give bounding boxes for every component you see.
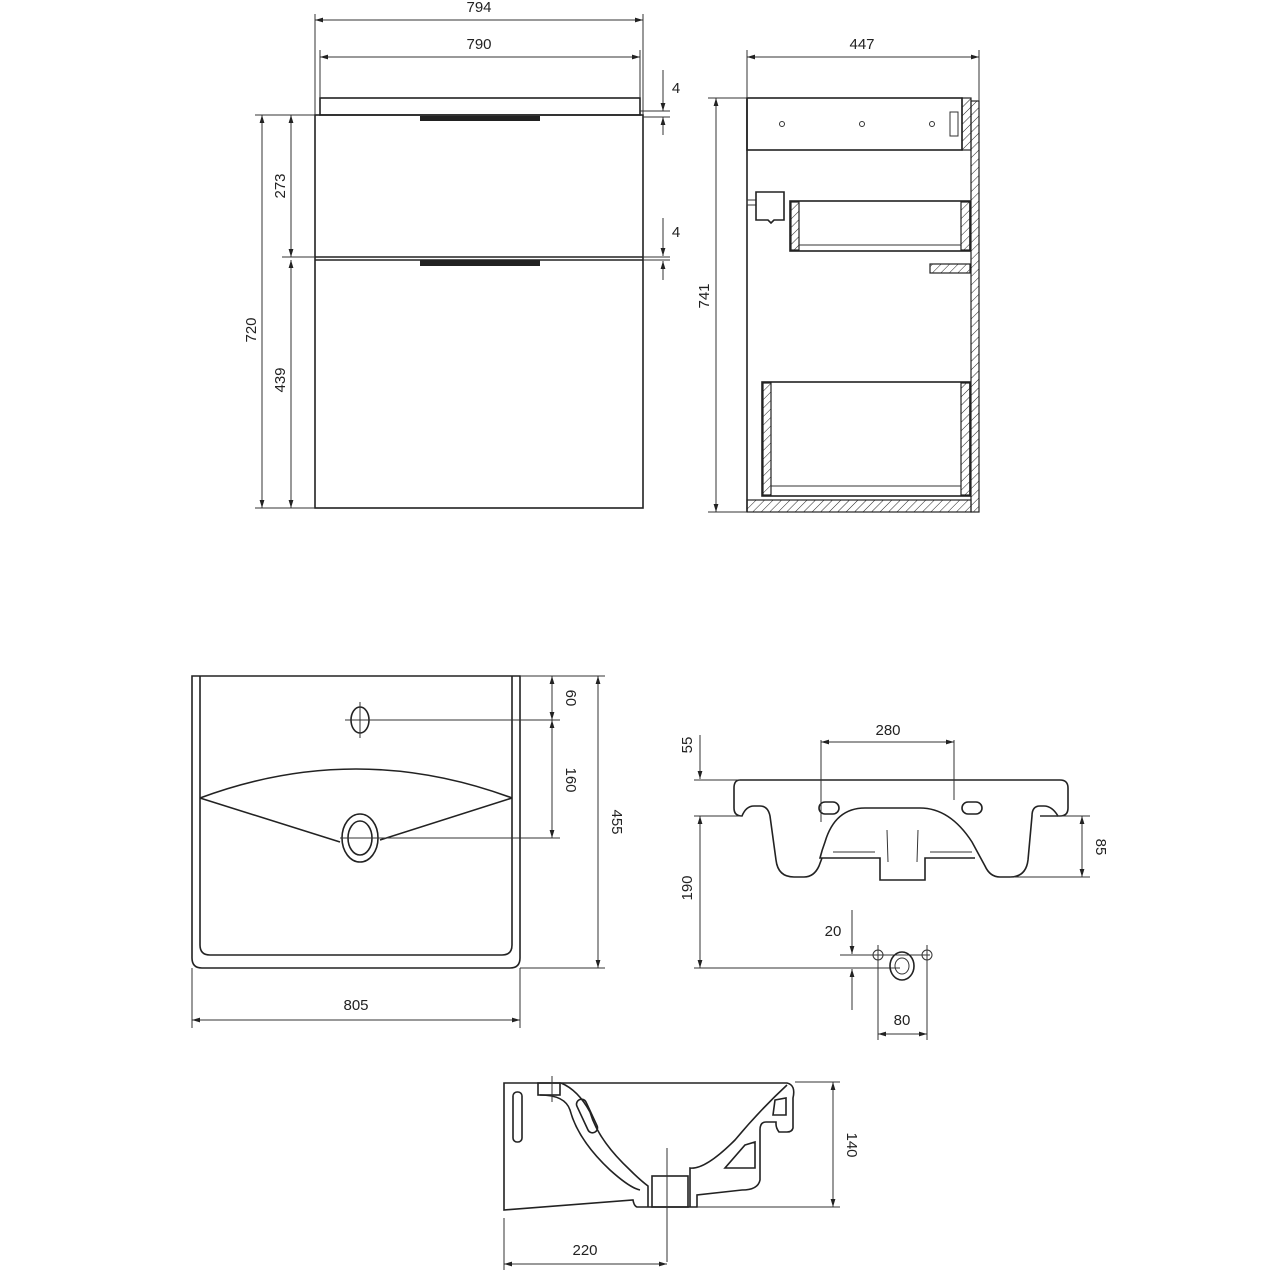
upper-drawer-box — [789, 200, 971, 252]
drawer-slide-mechanism — [755, 191, 785, 225]
bottom-panel — [746, 499, 972, 513]
dim-bottom-drawer: 439 — [272, 367, 289, 392]
dim-mount-spacing: 280 — [875, 722, 900, 739]
mount-hole-right — [961, 801, 983, 815]
mount-hole-left — [818, 801, 840, 815]
dim-section-height: 140 — [843, 1132, 860, 1157]
dim-top-gap: 4 — [672, 80, 680, 97]
drain-section — [651, 1175, 689, 1208]
hanging-bracket — [949, 111, 959, 137]
dim-basin-depth: 455 — [608, 809, 625, 834]
shelf-section — [929, 263, 971, 274]
wall-section — [970, 100, 980, 513]
dim-total-height: 720 — [243, 317, 260, 342]
dim-tap-to-drain: 160 — [562, 767, 579, 792]
dim-middle-gap: 4 — [672, 224, 680, 241]
basin-outline — [191, 675, 521, 969]
drain-outlet — [889, 951, 915, 981]
dim-basin-width: 790 — [466, 36, 491, 53]
mount-slot — [512, 1091, 523, 1143]
bowl-rim-curve — [199, 768, 513, 799]
basin-top-edge — [319, 97, 641, 116]
basin-front-outline — [740, 779, 1069, 881]
dim-rim-height: 55 — [679, 737, 696, 754]
basin-top-view: 60 160 455 805 — [191, 675, 625, 1028]
dim-drain-offset: 20 — [825, 923, 842, 940]
dim-tap-offset: 60 — [562, 690, 579, 707]
basin-section-outline — [503, 1082, 795, 1211]
bottom-drawer-handle — [420, 260, 540, 266]
dim-top-drawer: 273 — [272, 173, 289, 198]
basin-front-view: 280 55 190 85 20 80 — [679, 722, 1109, 1040]
basin-section-view: 140 220 — [503, 1076, 860, 1270]
dim-basin-width: 805 — [343, 997, 368, 1014]
cabinet-front-view: 794 790 4 4 720 273 439 — [243, 0, 680, 509]
dim-hole-spacing: 80 — [894, 1012, 911, 1029]
top-drawer-handle — [420, 116, 540, 121]
dim-side-depth: 447 — [849, 36, 874, 53]
cabinet-body — [314, 114, 644, 509]
cabinet-side-view: 447 741 — [696, 36, 980, 513]
dim-drain-distance: 220 — [572, 1242, 597, 1259]
dim-drain-height: 190 — [679, 875, 696, 900]
lower-drawer-box — [761, 381, 971, 497]
dim-side-height: 741 — [696, 283, 713, 308]
dim-bowl-bottom: 85 — [1092, 839, 1109, 856]
dim-overall-width: 794 — [466, 0, 491, 16]
